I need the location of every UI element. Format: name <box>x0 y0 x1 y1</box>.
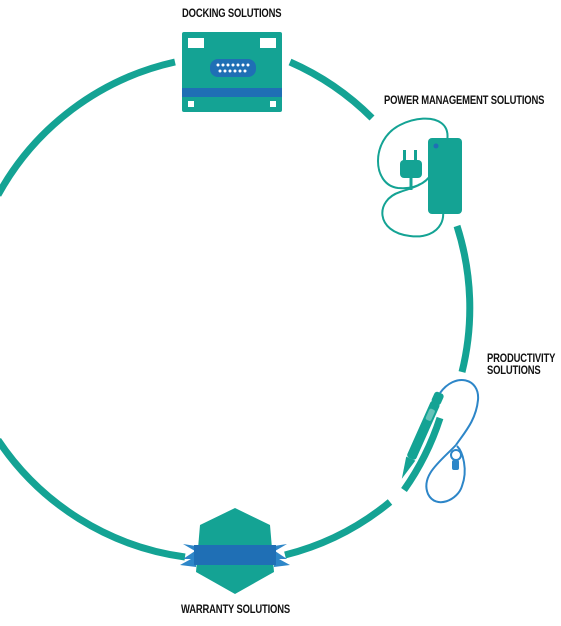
docking-station-icon <box>182 32 282 112</box>
ring-arc-right-lower <box>401 416 444 493</box>
shield-ribbon-icon <box>180 508 290 594</box>
ring-arc-left-bottom <box>0 438 186 561</box>
power-management-solutions-label: POWER MANAGEMENT SOLUTIONS <box>384 95 545 107</box>
productivity-solutions-label: PRODUCTIVITY SOLUTIONS <box>487 353 555 377</box>
warranty-solutions-label: WARRANTY SOLUTIONS <box>181 604 290 616</box>
power-adapter-icon <box>377 117 462 238</box>
ring-arc-top-right <box>288 58 375 121</box>
ring-arc-right <box>453 224 474 373</box>
ring-arc-bottom-right <box>284 499 393 559</box>
productivity-label-line1: PRODUCTIVITY <box>487 353 556 365</box>
cycle-ring <box>0 58 474 561</box>
stylus-pen-icon <box>401 379 480 504</box>
productivity-label-line2: SOLUTIONS <box>487 365 541 377</box>
ring-arc-left-top <box>0 58 176 197</box>
docking-solutions-label: DOCKING SOLUTIONS <box>182 8 282 20</box>
